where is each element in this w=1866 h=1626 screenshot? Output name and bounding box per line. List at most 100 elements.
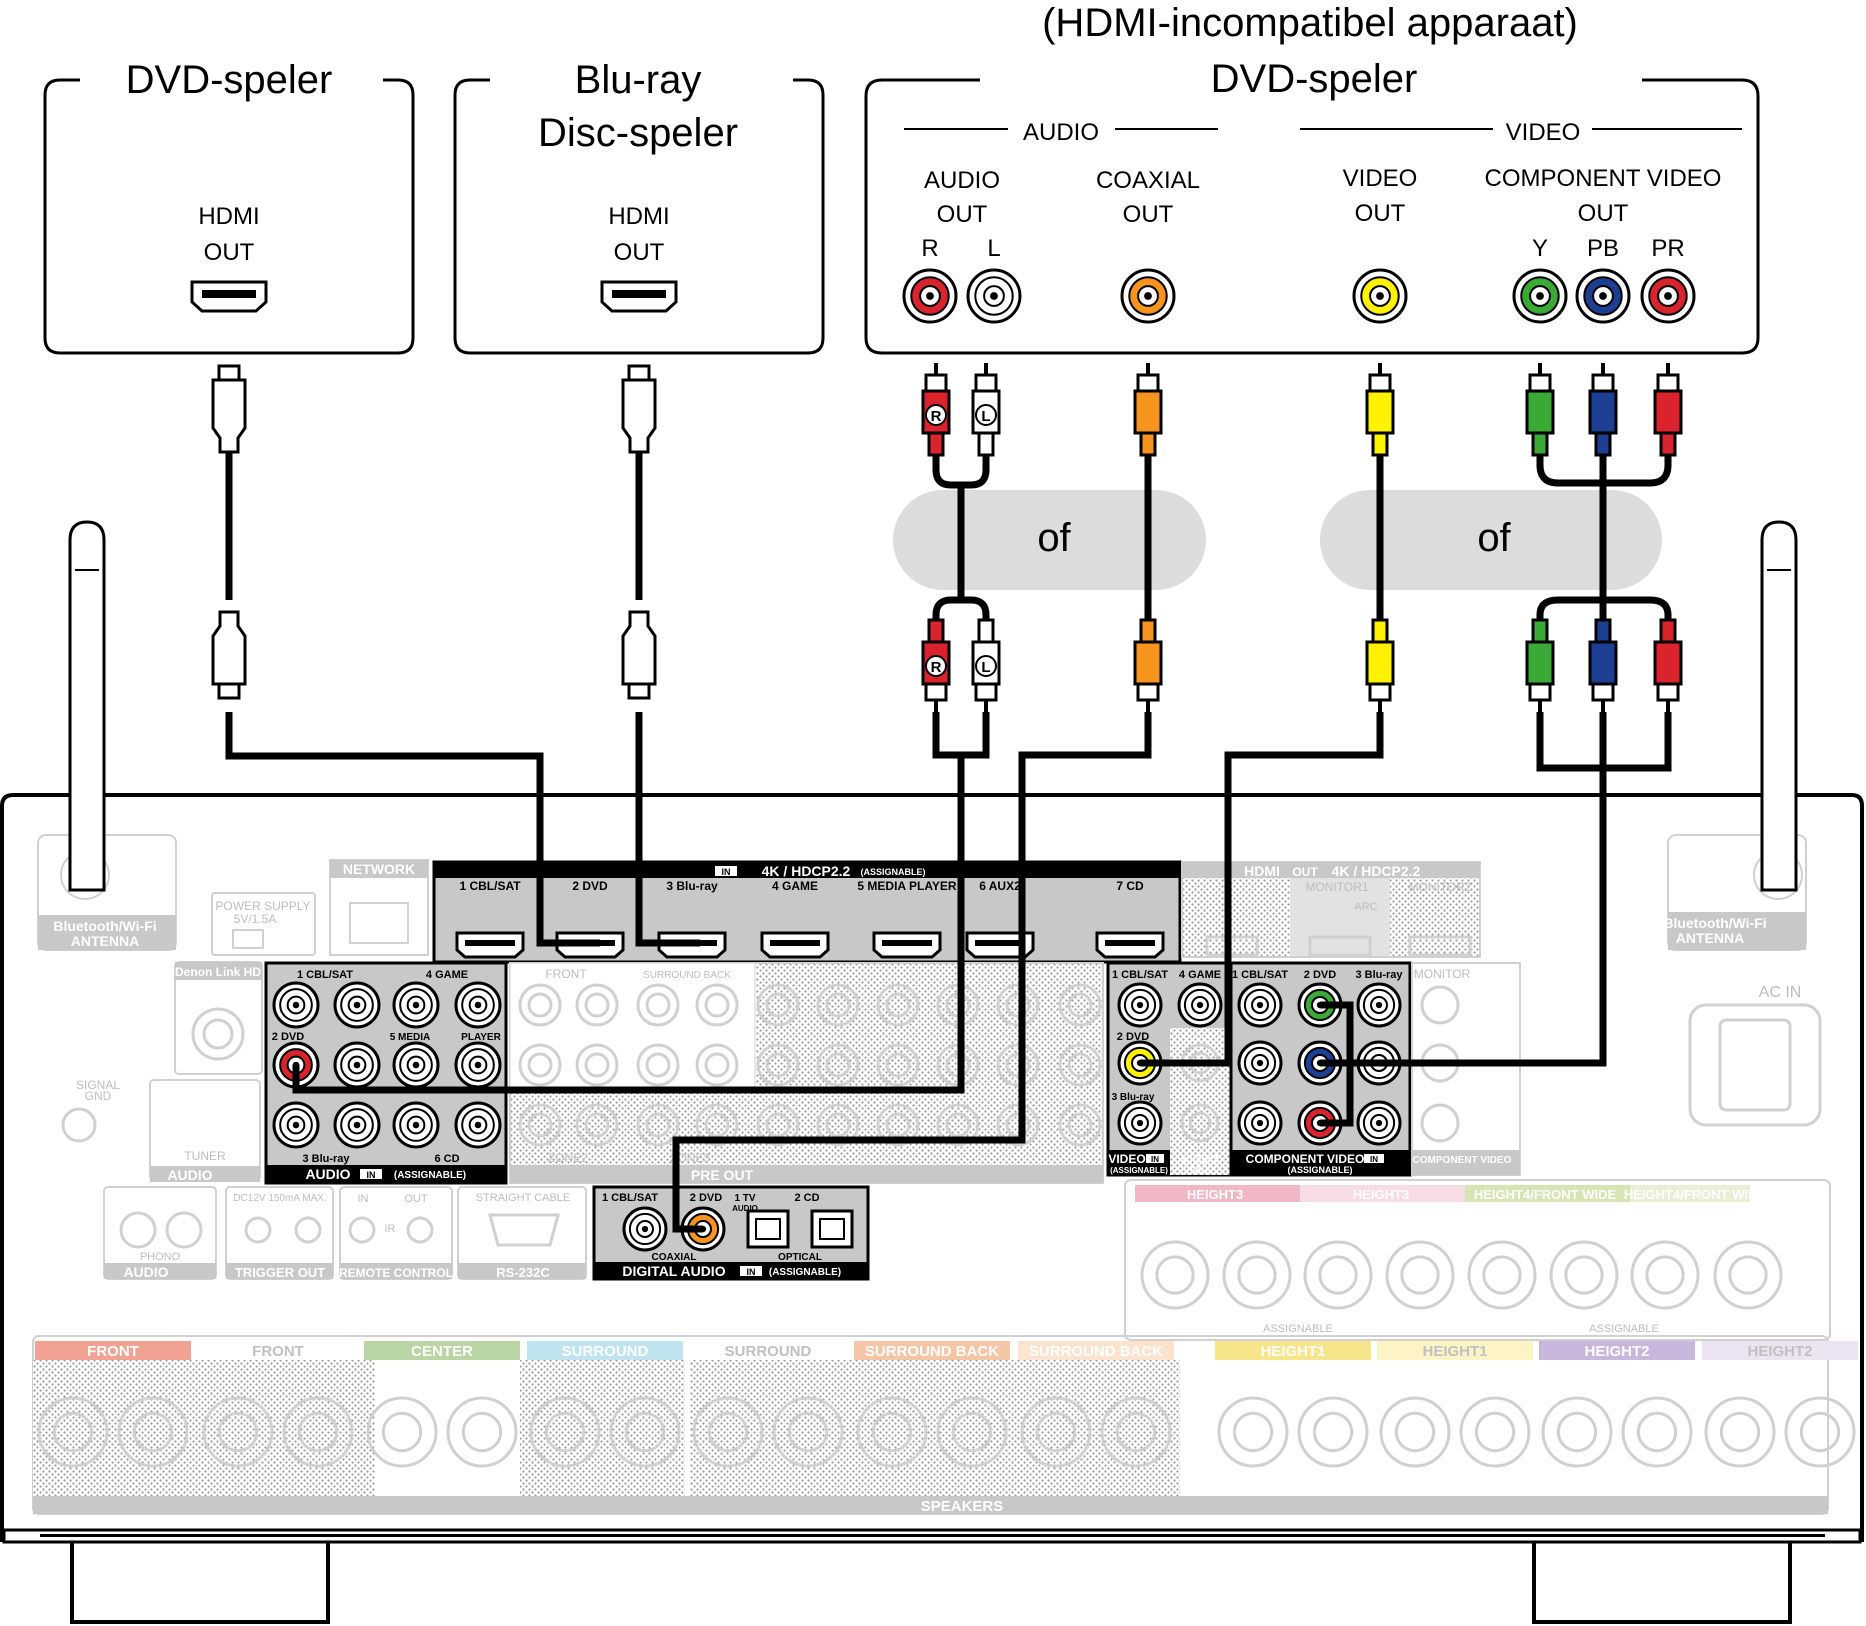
audio-group-label: AUDIO xyxy=(1023,119,1099,146)
svg-text:SPEAKERS: SPEAKERS xyxy=(921,1498,1004,1515)
svg-text:AUDIO: AUDIO xyxy=(167,1167,212,1183)
svg-text:1 CBL/SAT: 1 CBL/SAT xyxy=(602,1192,658,1204)
component-in-jack xyxy=(1356,1100,1402,1146)
audio-in-jack xyxy=(392,1041,440,1089)
dvd-out-label: OUT xyxy=(204,239,255,266)
svg-text:COMPONENT VIDEO: COMPONENT VIDEO xyxy=(1413,1155,1512,1166)
svg-text:ARC: ARC xyxy=(1354,901,1377,913)
svg-text:L: L xyxy=(981,408,990,425)
svg-text:TRIGGER OUT: TRIGGER OUT xyxy=(235,1265,325,1280)
svg-text:5 MEDIA: 5 MEDIA xyxy=(390,1032,431,1043)
svg-text:PRE OUT: PRE OUT xyxy=(691,1167,754,1183)
speaker-label: HEIGHT1 xyxy=(1260,1343,1325,1360)
dvd-hdmi-route xyxy=(225,712,600,947)
svg-text:ANTENNA: ANTENNA xyxy=(1676,930,1744,946)
svg-text:4K / HDCP2.2: 4K / HDCP2.2 xyxy=(762,863,851,879)
src-audio-r-jack xyxy=(902,268,958,324)
video-plug-bottom xyxy=(1365,618,1395,712)
coax-route xyxy=(672,712,1152,1233)
svg-text:4 GAME: 4 GAME xyxy=(426,969,468,981)
svg-text:COMPONENT VIDEO: COMPONENT VIDEO xyxy=(1485,165,1722,192)
svg-text:OUT: OUT xyxy=(1191,1165,1211,1175)
pr-plug-top xyxy=(1653,363,1683,457)
or-label-video: of xyxy=(1477,516,1511,560)
pb-plug-top xyxy=(1588,363,1618,457)
svg-text:Bluetooth/Wi-Fi: Bluetooth/Wi-Fi xyxy=(1663,915,1766,931)
bluray-hdmi-route xyxy=(635,712,700,947)
video-in-game-jack xyxy=(1177,982,1223,1028)
svg-text:OUT: OUT xyxy=(1578,200,1629,227)
svg-text:AUDIO: AUDIO xyxy=(305,1166,350,1182)
svg-text:AUDIO: AUDIO xyxy=(924,167,1000,194)
src-pr-jack xyxy=(1640,268,1696,324)
svg-text:IN: IN xyxy=(367,1170,376,1180)
bluray-out-label: OUT xyxy=(614,239,665,266)
svg-text:COAXIAL: COAXIAL xyxy=(652,1252,697,1263)
audio-in-jack xyxy=(454,981,502,1029)
src-pb-jack xyxy=(1575,268,1631,324)
legacy-dvd-device: (HDMI-incompatibel apparaat) DVD-speler … xyxy=(864,1,1760,355)
svg-text:MONITOR1: MONITOR1 xyxy=(1305,880,1368,894)
audio-in-jack xyxy=(272,1101,320,1149)
svg-text:Bluetooth/Wi-Fi: Bluetooth/Wi-Fi xyxy=(53,918,156,934)
hdmi-in-port-label: 1 CBL/SAT xyxy=(459,879,521,893)
svg-text:Denon Link HD: Denon Link HD xyxy=(175,965,261,979)
component-route-branch xyxy=(1320,1001,1354,1127)
svg-text:(ASSIGNABLE): (ASSIGNABLE) xyxy=(1110,1166,1168,1175)
bluray-hdmi-label: HDMI xyxy=(608,203,669,230)
or-bubble-video xyxy=(1320,490,1662,590)
pr-plug-bottom xyxy=(1653,618,1683,712)
svg-text:6 CD: 6 CD xyxy=(434,1153,459,1165)
assignable-label: ASSIGNABLE xyxy=(1263,1323,1333,1335)
hdmi-in-port-label: 3 Blu-ray xyxy=(666,879,718,893)
svg-text:PB: PB xyxy=(1587,235,1619,262)
svg-text:AUDIO: AUDIO xyxy=(123,1264,168,1280)
svg-text:FRONT: FRONT xyxy=(545,967,587,981)
svg-text:1 CBL/SAT: 1 CBL/SAT xyxy=(1112,969,1168,981)
speaker-label: HEIGHT2 xyxy=(1584,1343,1649,1360)
svg-text:STRAIGHT CABLE: STRAIGHT CABLE xyxy=(476,1192,571,1204)
legacy-title-1: (HDMI-incompatibel apparaat) xyxy=(1042,1,1578,45)
component-in-jack xyxy=(1237,1040,1283,1086)
dvd-hdmi-plug-bottom xyxy=(211,610,247,700)
svg-text:2 DVD: 2 DVD xyxy=(690,1192,722,1204)
svg-text:VIDEO: VIDEO xyxy=(1181,1152,1218,1166)
svg-text:OUT: OUT xyxy=(404,1193,428,1205)
optical-jack xyxy=(810,1209,854,1249)
svg-text:3 Blu-ray: 3 Blu-ray xyxy=(1112,1092,1155,1103)
svg-text:DIGITAL AUDIO: DIGITAL AUDIO xyxy=(622,1263,725,1279)
hdmi-in-port-label: 2 DVD xyxy=(572,879,608,893)
svg-text:5V/1.5A: 5V/1.5A xyxy=(234,912,277,926)
assignable-label: ASSIGNABLE xyxy=(1589,1323,1659,1335)
audio-in-jack xyxy=(333,1101,381,1149)
svg-text:IN: IN xyxy=(722,867,731,877)
height-speaker-label: HEIGHT3 xyxy=(1187,1187,1243,1202)
hdmi-in-port-label: 5 MEDIA PLAYER xyxy=(857,879,956,893)
svg-text:(ASSIGNABLE): (ASSIGNABLE) xyxy=(861,867,926,877)
svg-text:IN: IN xyxy=(358,1193,369,1205)
bluray-hdmi-plug-bottom xyxy=(621,610,657,700)
svg-text:AUDIO: AUDIO xyxy=(732,1204,758,1213)
audio-in-jack xyxy=(392,1101,440,1149)
optical-jack xyxy=(746,1209,790,1249)
audio-in-jack xyxy=(454,1101,502,1149)
svg-text:3 Blu-ray: 3 Blu-ray xyxy=(302,1153,350,1165)
speaker-label: SURROUND xyxy=(725,1343,812,1360)
audio-in-jack xyxy=(454,1041,502,1089)
svg-text:GND: GND xyxy=(85,1089,112,1103)
svg-text:L: L xyxy=(987,235,1000,262)
video-group-label: VIDEO xyxy=(1506,119,1581,146)
svg-text:OUT: OUT xyxy=(937,201,988,228)
svg-text:ZONE2: ZONE2 xyxy=(548,1151,588,1165)
src-audio-l-jack xyxy=(966,268,1022,324)
svg-text:PHONO: PHONO xyxy=(140,1251,181,1263)
hdmi-in-port-label: 4 GAME xyxy=(772,879,818,893)
dvd-player-device: DVD-speler HDMI OUT xyxy=(43,58,415,355)
svg-text:1 CBL/SAT: 1 CBL/SAT xyxy=(1232,969,1288,981)
speaker-label: SURROUND BACK xyxy=(1029,1343,1163,1360)
audio-r-plug-bottom: R xyxy=(921,618,951,712)
video-in-bluray-jack xyxy=(1117,1100,1163,1146)
svg-text:R: R xyxy=(931,408,942,425)
component-in-jack xyxy=(1356,982,1402,1028)
